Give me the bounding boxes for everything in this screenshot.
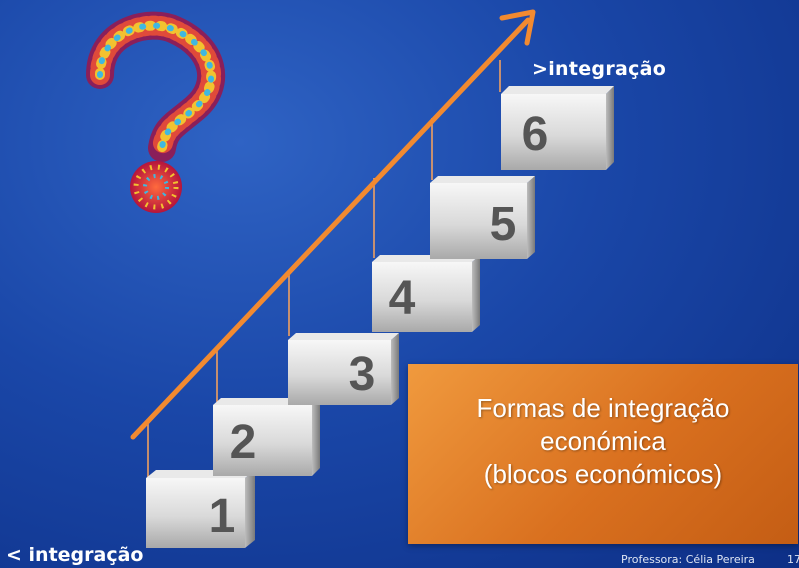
growth-arrow bbox=[130, 9, 536, 440]
step-cube-3: 3 bbox=[288, 333, 399, 405]
step-number-1: 1 bbox=[209, 490, 236, 543]
callout-title: Formas de integração económica (blocos e… bbox=[408, 392, 798, 491]
step-number-2: 2 bbox=[230, 416, 257, 469]
support-rods bbox=[147, 60, 501, 478]
higher-integration-label: >integração bbox=[532, 58, 667, 80]
callout-line-3: (blocos económicos) bbox=[483, 459, 723, 489]
step-cube-1: 1 bbox=[146, 470, 255, 548]
footer-author: Professora: Célia Pereira bbox=[621, 553, 755, 566]
step-number-5: 5 bbox=[490, 198, 517, 251]
step-number-3: 3 bbox=[349, 348, 376, 401]
step-cube-5: 5 bbox=[430, 176, 535, 259]
callout-line-1: Formas de integração bbox=[476, 393, 730, 423]
page-number: 17 bbox=[787, 553, 799, 566]
lower-integration-label: < integração bbox=[6, 544, 144, 566]
title-callout-box: Formas de integração económica (blocos e… bbox=[408, 364, 798, 544]
callout-line-2: económica bbox=[540, 426, 666, 456]
step-cube-6: 6 bbox=[501, 86, 614, 170]
step-cube-4: 4 bbox=[372, 255, 480, 332]
step-number-6: 6 bbox=[522, 108, 549, 161]
step-cube-2: 2 bbox=[213, 398, 320, 476]
step-number-4: 4 bbox=[389, 272, 416, 325]
question-mark-icon bbox=[86, 11, 226, 213]
